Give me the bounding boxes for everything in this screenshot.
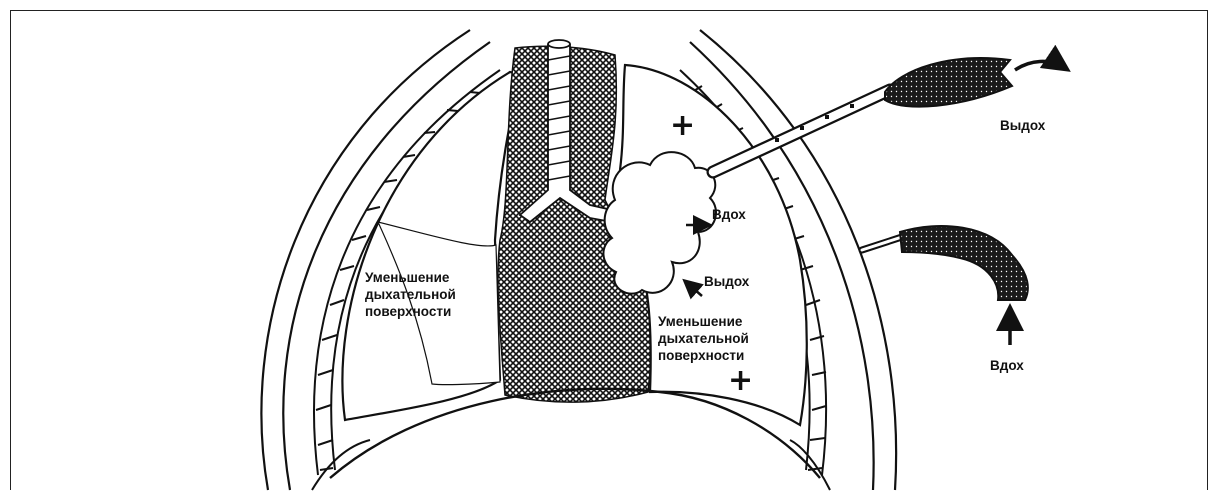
right-reduction-line-2: дыхательной <box>658 331 749 346</box>
inhale-label-center: Вдох <box>712 207 746 222</box>
exhale-arrow-curve <box>1015 61 1065 70</box>
left-reduction-line-2: дыхательной <box>365 287 456 302</box>
exhale-label-center: Выдох <box>704 274 750 289</box>
right-reduction-label: Уменьшение дыхательной поверхности <box>658 314 749 363</box>
left-reduction-label: Уменьшение дыхательной поверхности <box>365 270 456 319</box>
right-reduction-line-1: Уменьшение <box>658 314 743 329</box>
valve-open <box>885 58 1012 107</box>
left-reduction-line-3: поверхности <box>365 304 451 319</box>
exhale-label-valve: Выдох <box>1000 118 1046 133</box>
pressure-plus-bottom: + <box>728 363 753 398</box>
right-reduction-line-3: поверхности <box>658 348 744 363</box>
inhale-label-valve: Вдох <box>990 358 1024 373</box>
valve-closed <box>862 226 1028 300</box>
left-reduction-line-1: Уменьшение <box>365 270 450 285</box>
pressure-plus-top: + <box>670 108 695 143</box>
